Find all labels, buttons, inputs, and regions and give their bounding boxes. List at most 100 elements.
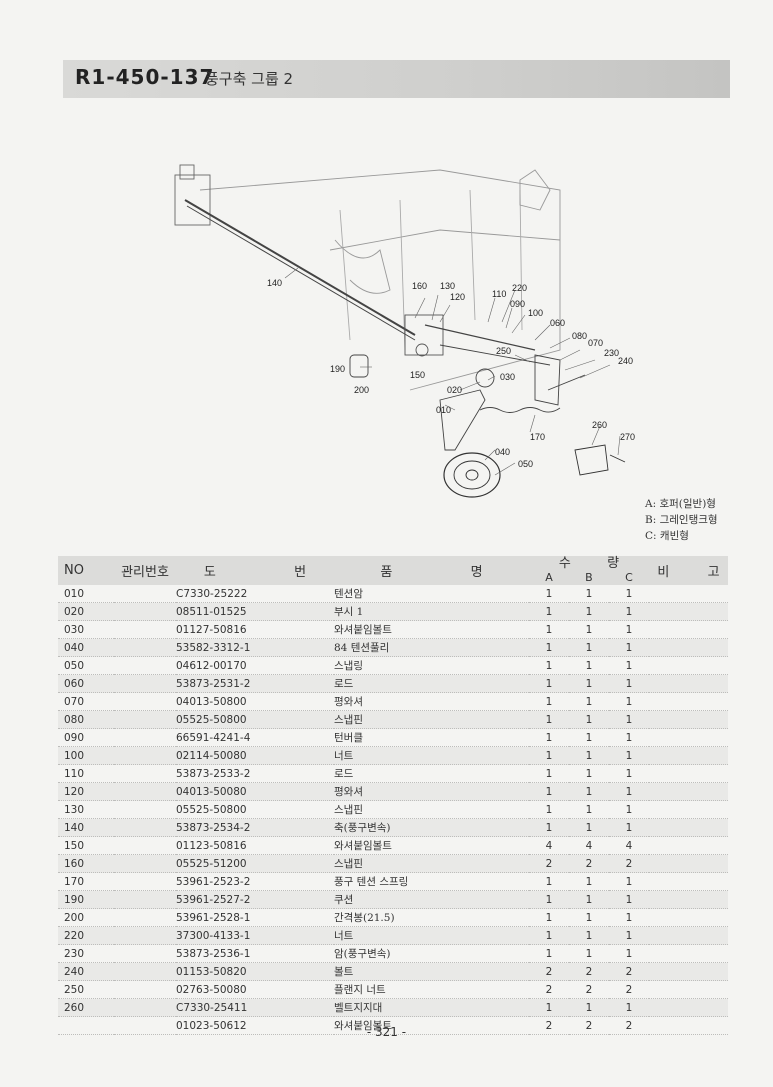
cell-drw: 37300-4133-1 bbox=[176, 926, 334, 945]
cell-no: 140 bbox=[58, 818, 114, 837]
cell-note bbox=[649, 926, 728, 945]
cell-mgmt bbox=[114, 944, 176, 963]
cell-no: 230 bbox=[58, 944, 114, 963]
cell-qa: 2 bbox=[529, 854, 569, 873]
cell-name: 스냅핀 bbox=[334, 800, 529, 819]
col-no: NO bbox=[58, 556, 114, 585]
col-qty-b: B bbox=[585, 571, 593, 584]
cell-qc: 2 bbox=[609, 854, 649, 873]
cell-qa: 1 bbox=[529, 998, 569, 1017]
cell-qb: 1 bbox=[569, 872, 609, 891]
callout-270: 270 bbox=[620, 432, 635, 442]
cell-qb: 1 bbox=[569, 926, 609, 945]
cell-note bbox=[649, 1016, 728, 1035]
callout-020: 020 bbox=[447, 385, 462, 395]
cell-qa: 1 bbox=[529, 890, 569, 909]
cell-drw: 53873-2533-2 bbox=[176, 764, 334, 783]
cell-no: 250 bbox=[58, 980, 114, 999]
cell-note bbox=[649, 836, 728, 855]
col-name: 품 명 bbox=[334, 556, 529, 585]
cell-no: 010 bbox=[58, 585, 114, 603]
legend-c: C: 캐빈형 bbox=[645, 530, 689, 542]
cell-note bbox=[649, 908, 728, 927]
cell-mgmt bbox=[114, 908, 176, 927]
cell-no: 240 bbox=[58, 962, 114, 981]
cell-note bbox=[649, 872, 728, 891]
col-name-char-2: 명 bbox=[470, 565, 483, 580]
cell-note bbox=[649, 944, 728, 963]
cell-qb: 1 bbox=[569, 746, 609, 765]
cell-name: 너트 bbox=[334, 926, 529, 945]
col-drawing-char-2: 번 bbox=[294, 565, 307, 580]
cell-drw: 53873-2531-2 bbox=[176, 674, 334, 693]
cell-name: 플랜지 너트 bbox=[334, 980, 529, 999]
cell-qb: 2 bbox=[569, 854, 609, 873]
cell-qa: 4 bbox=[529, 836, 569, 855]
cell-qb: 1 bbox=[569, 710, 609, 729]
variant-legend: A: 호퍼(일반)형 B: 그레인탱크형 C: 캐빈형 bbox=[645, 496, 718, 544]
cell-name: 와셔붙임볼트 bbox=[334, 620, 529, 639]
cell-note bbox=[649, 710, 728, 729]
callout-130: 130 bbox=[440, 281, 455, 291]
cell-drw: 04013-50080 bbox=[176, 782, 334, 801]
cell-qc: 1 bbox=[609, 908, 649, 927]
cell-drw: 05525-50800 bbox=[176, 710, 334, 729]
page-title: 풍구축 그룹 2 bbox=[205, 70, 294, 88]
callout-150: 150 bbox=[410, 370, 425, 380]
cell-qb: 1 bbox=[569, 890, 609, 909]
cell-qa: 1 bbox=[529, 674, 569, 693]
cell-name: 볼트 bbox=[334, 962, 529, 981]
cell-note bbox=[649, 746, 728, 765]
cell-name: 스냅링 bbox=[334, 656, 529, 675]
cell-qc: 1 bbox=[609, 872, 649, 891]
cell-qa: 1 bbox=[529, 656, 569, 675]
legend-a: A: 호퍼(일반)형 bbox=[645, 498, 716, 510]
cell-name: 너트 bbox=[334, 746, 529, 765]
cell-qa: 1 bbox=[529, 782, 569, 801]
cell-note bbox=[649, 585, 728, 603]
cell-no: 220 bbox=[58, 926, 114, 945]
cell-name: 와셔붙임볼트 bbox=[334, 836, 529, 855]
cell-qc: 2 bbox=[609, 1016, 649, 1035]
cell-mgmt bbox=[114, 746, 176, 765]
cell-qc: 1 bbox=[609, 746, 649, 765]
cell-qb: 1 bbox=[569, 764, 609, 783]
cell-qb: 2 bbox=[569, 1016, 609, 1035]
cell-no: 120 bbox=[58, 782, 114, 801]
col-qty-char-2: 량 bbox=[607, 556, 620, 571]
cell-qb: 4 bbox=[569, 836, 609, 855]
cell-mgmt bbox=[114, 656, 176, 675]
cell-note bbox=[649, 656, 728, 675]
cell-no: 160 bbox=[58, 854, 114, 873]
cell-name: 부시 1 bbox=[334, 602, 529, 621]
legend-b: B: 그레인탱크형 bbox=[645, 514, 718, 526]
cell-name: 와셔붙임볼트 bbox=[334, 1016, 529, 1035]
col-name-char-1: 품 bbox=[380, 565, 393, 580]
cell-qc: 1 bbox=[609, 602, 649, 621]
cell-qc: 1 bbox=[609, 656, 649, 675]
cell-note bbox=[649, 890, 728, 909]
cell-note bbox=[649, 800, 728, 819]
cell-drw: 04013-50800 bbox=[176, 692, 334, 711]
catalog-code: R1-450-137 bbox=[75, 65, 215, 89]
header-bar: R1-450-137 풍구축 그룹 2 bbox=[63, 60, 730, 98]
cell-qb: 1 bbox=[569, 638, 609, 657]
cell-mgmt bbox=[114, 674, 176, 693]
cell-no: 100 bbox=[58, 746, 114, 765]
cell-drw: 01127-50816 bbox=[176, 620, 334, 639]
cell-mgmt bbox=[114, 818, 176, 837]
cell-no: 090 bbox=[58, 728, 114, 747]
cell-qb: 2 bbox=[569, 962, 609, 981]
cell-note bbox=[649, 764, 728, 783]
